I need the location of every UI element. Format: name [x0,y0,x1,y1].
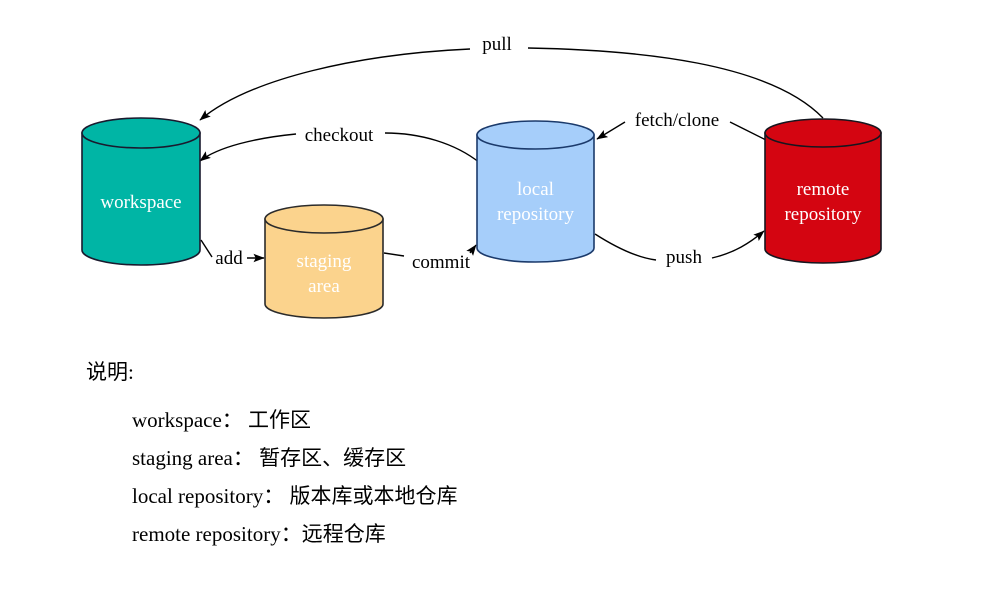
legend-title: 说明: [86,360,134,384]
node-workspace[interactable]: workspace [81,117,201,266]
edge-pull-label: pull [482,34,512,55]
node-local-repository[interactable]: local repository [476,120,595,263]
remote-repository-cylinder-body [764,132,882,264]
edge-add-label: add [215,248,243,269]
edge-pull-line-left [199,48,471,121]
node-remote-repository[interactable]: remote repository [764,118,882,264]
local-repository-cylinder-body [476,134,595,263]
edge-checkout-line-left [199,133,297,162]
edge-push: push [594,230,765,268]
legend-section: 说明: workspace： 工作区 staging area： 暂存区、缓存区… [86,360,946,553]
remote-repository-label-line2: repository [784,204,862,225]
legend-item-remote-repository: remote repository：远程仓库 [132,522,386,547]
edge-fetch-clone-line-right [729,121,767,141]
legend-item-staging-area: staging area： 暂存区、缓存区 [132,446,407,471]
edge-add-line-left [200,239,213,258]
legend-item-local-repository: local repository： 版本库或本地仓库 [132,484,458,509]
workspace-cylinder-top [81,117,201,149]
workspace-label: workspace [100,192,181,213]
local-repository-cylinder-top [476,120,595,150]
legend-item-workspace: workspace： 工作区 [132,408,312,433]
edge-push-line-right [711,230,765,259]
legend-list: workspace： 工作区 staging area： 暂存区、缓存区 loc… [86,401,946,553]
edge-checkout-line-right [384,132,481,164]
edge-add: add [200,239,265,269]
edge-pull: pull [199,34,824,121]
edge-pull-line-right [527,47,824,119]
staging-area-label-line1: staging [297,251,352,272]
edge-commit-label: commit [412,252,471,273]
edge-checkout: checkout [199,125,481,164]
edge-checkout-label: checkout [305,125,374,146]
remote-repository-label-line1: remote [797,179,850,200]
remote-repository-cylinder-top [764,118,882,148]
workspace-cylinder-body [81,132,201,266]
edge-commit: commit [383,244,477,273]
edge-push-label: push [666,247,702,268]
staging-area-cylinder-top [264,204,384,234]
staging-area-cylinder-body [264,218,384,319]
local-repository-label-line2: repository [497,204,575,225]
edge-commit-line-right [466,244,477,256]
edge-push-line-left [594,233,657,261]
node-staging-area[interactable]: staging area [264,204,384,319]
edge-fetch-clone: fetch/clone [596,110,767,141]
edge-commit-line-left [383,252,405,257]
edge-fetch-clone-line-left [596,121,626,140]
staging-area-label-line2: area [308,276,340,297]
local-repository-label-line1: local [517,179,554,200]
edge-fetch-clone-label: fetch/clone [635,110,719,131]
